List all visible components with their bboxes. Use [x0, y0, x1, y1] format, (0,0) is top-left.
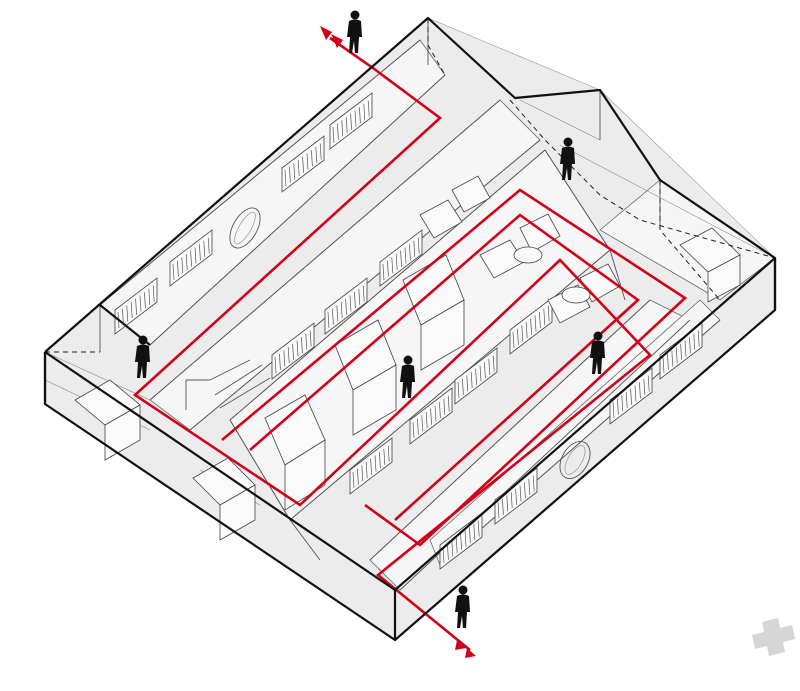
person-silhouette-icon — [590, 331, 605, 374]
clothing-rack — [329, 92, 373, 150]
person-silhouette-icon — [400, 355, 415, 398]
route-arrows — [320, 26, 476, 658]
route-path-outer — [132, 36, 652, 652]
clothing-rack — [114, 277, 158, 335]
seating-area — [419, 175, 621, 324]
clothing-rack — [609, 367, 653, 425]
entry-arrow-icon — [320, 26, 343, 48]
clothing-rack — [281, 135, 325, 193]
hidden-lines — [45, 18, 776, 353]
benches — [74, 227, 741, 541]
plus-logo-icon — [752, 618, 795, 656]
clothing-rack — [271, 322, 315, 380]
person-silhouette-icon — [560, 137, 575, 180]
clothing-racks — [114, 92, 703, 570]
people-silhouettes — [135, 10, 605, 628]
clothing-rack — [379, 229, 423, 287]
route-path-center — [249, 213, 641, 521]
clothing-rack — [509, 297, 553, 355]
clothing-rack — [659, 322, 703, 380]
route-path-inner — [221, 188, 688, 547]
exit-arrow-icon — [455, 640, 476, 658]
building-outline — [43, 16, 777, 642]
clothing-rack — [324, 277, 368, 335]
person-silhouette-icon — [347, 10, 362, 53]
clothing-rack — [409, 387, 453, 445]
clothing-rack — [349, 437, 393, 495]
clothing-rack — [454, 347, 498, 405]
clothing-rack — [169, 229, 213, 287]
circulation-route — [132, 36, 688, 652]
mesh-sculptures — [229, 207, 591, 479]
person-silhouette-icon — [455, 585, 470, 628]
clothing-rack — [439, 512, 483, 570]
